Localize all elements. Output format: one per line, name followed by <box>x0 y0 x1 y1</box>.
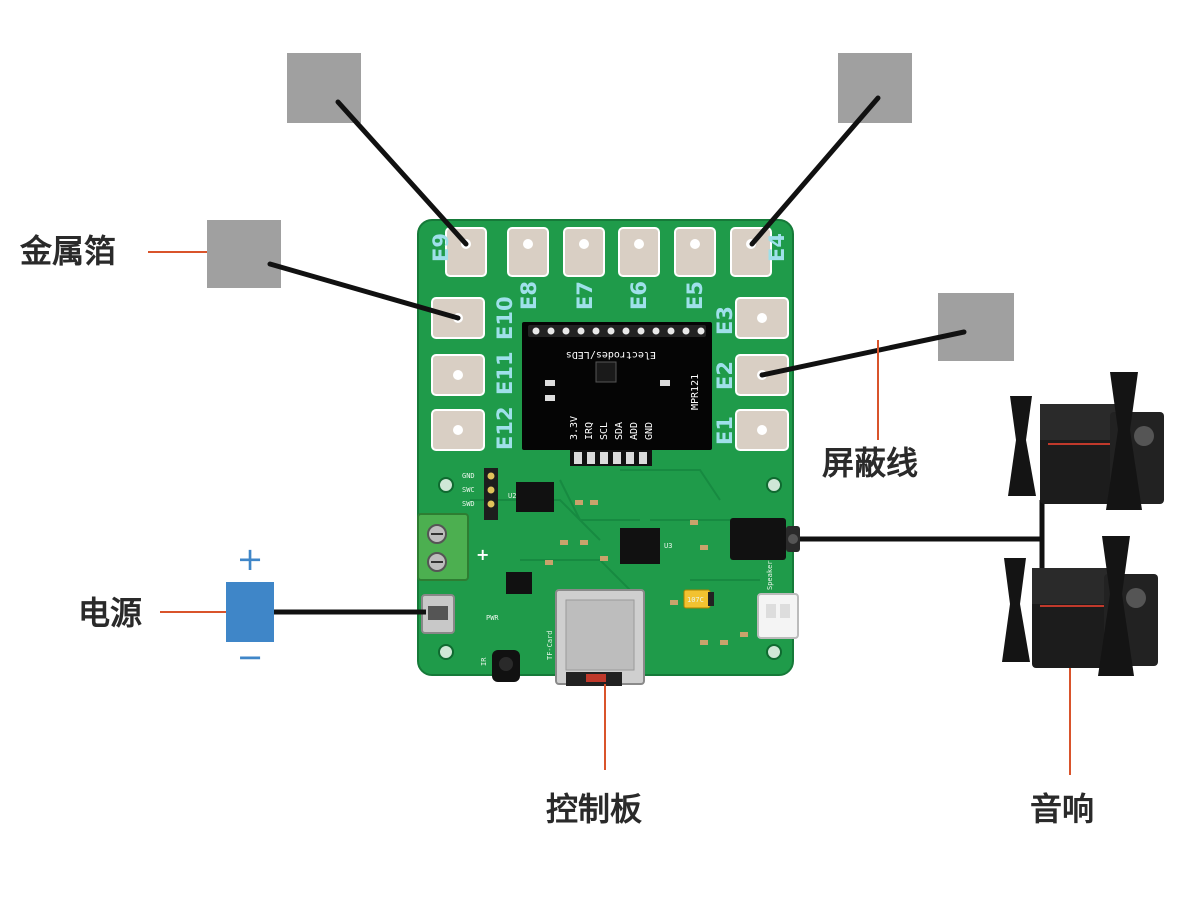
module-bottom-header <box>570 450 652 466</box>
pad-label-e11: E11 <box>493 351 517 395</box>
pad-label-e5: E5 <box>683 281 707 310</box>
label-pwr: PWR <box>486 614 499 622</box>
swd-pin-swd: SWD <box>462 500 475 508</box>
tf-card-slot <box>555 589 645 686</box>
module-pin-3v3: 3.3V <box>569 416 580 440</box>
swd-pin-swc: SWC <box>462 486 475 494</box>
label-speaker: Speaker <box>766 560 774 590</box>
module-pin-irq: IRQ <box>584 422 595 440</box>
pad-label-e6: E6 <box>627 281 651 310</box>
label-power: 电源 <box>78 594 142 632</box>
pad-label-e9: E9 <box>429 233 453 262</box>
pad-label-e8: E8 <box>517 281 541 310</box>
ic-u3 <box>620 528 660 564</box>
battery-plus-sign: + <box>237 540 264 578</box>
module-title: Electrodes/LEDs <box>566 349 656 360</box>
label-tf-card: TF-Card <box>546 630 554 660</box>
pad-label-e12: E12 <box>493 406 517 450</box>
module-pin-sda: SDA <box>614 422 625 440</box>
label-u3: U3 <box>664 542 672 550</box>
shield-wires <box>267 95 967 378</box>
label-ir: IR <box>480 657 488 666</box>
module-chip-name: MPR121 <box>690 374 701 410</box>
mpr121-module: Electrodes/LEDs MPR121 3.3V IRQ SCL SDA … <box>522 322 712 450</box>
speaker-set-bottom <box>1002 536 1158 676</box>
pad-label-e7: E7 <box>573 281 597 310</box>
label-metal-foil: 金属箔 <box>19 232 116 270</box>
speaker-set-top <box>1008 372 1164 510</box>
smd-components <box>545 500 748 645</box>
speaker-connector <box>757 593 799 639</box>
label-control-board: 控制板 <box>546 790 642 828</box>
transistor <box>506 572 532 594</box>
foil-square-left <box>207 220 281 288</box>
pad-label-e3: E3 <box>713 306 737 335</box>
module-pin-gnd: GND <box>644 422 655 440</box>
pad-label-e1: E1 <box>713 416 737 445</box>
label-u2: U2 <box>508 492 516 500</box>
control-board: E9 E8 E7 E6 E5 E4 E10 E11 E12 E3 E2 E1 E… <box>417 219 800 686</box>
module-pin-scl: SCL <box>599 422 610 440</box>
pad-label-e4: E4 <box>765 233 789 262</box>
top-electrode-pads <box>445 227 772 277</box>
ir-receiver <box>492 650 520 682</box>
left-electrode-pads <box>431 297 485 451</box>
audio-jack <box>730 518 800 560</box>
terminal-block <box>417 513 469 581</box>
capacitor-label: 107C <box>687 596 704 604</box>
label-speaker: 音响 <box>1030 790 1094 828</box>
terminal-plus: + <box>476 545 489 564</box>
swd-pin-gnd: GND <box>462 472 475 480</box>
module-pin-add: ADD <box>629 422 640 440</box>
foil-square-top-right <box>838 53 912 123</box>
leader-lines <box>148 251 1071 775</box>
ic-u2 <box>516 482 554 512</box>
pad-label-e2: E2 <box>713 361 737 390</box>
foil-square-right <box>938 293 1014 361</box>
swd-header: GND SWC SWD <box>462 468 498 520</box>
pad-label-e10: E10 <box>493 296 517 340</box>
label-shield-wire: 屏蔽线 <box>822 444 918 482</box>
battery: + − <box>226 540 274 676</box>
battery-minus-sign: − <box>237 638 264 676</box>
